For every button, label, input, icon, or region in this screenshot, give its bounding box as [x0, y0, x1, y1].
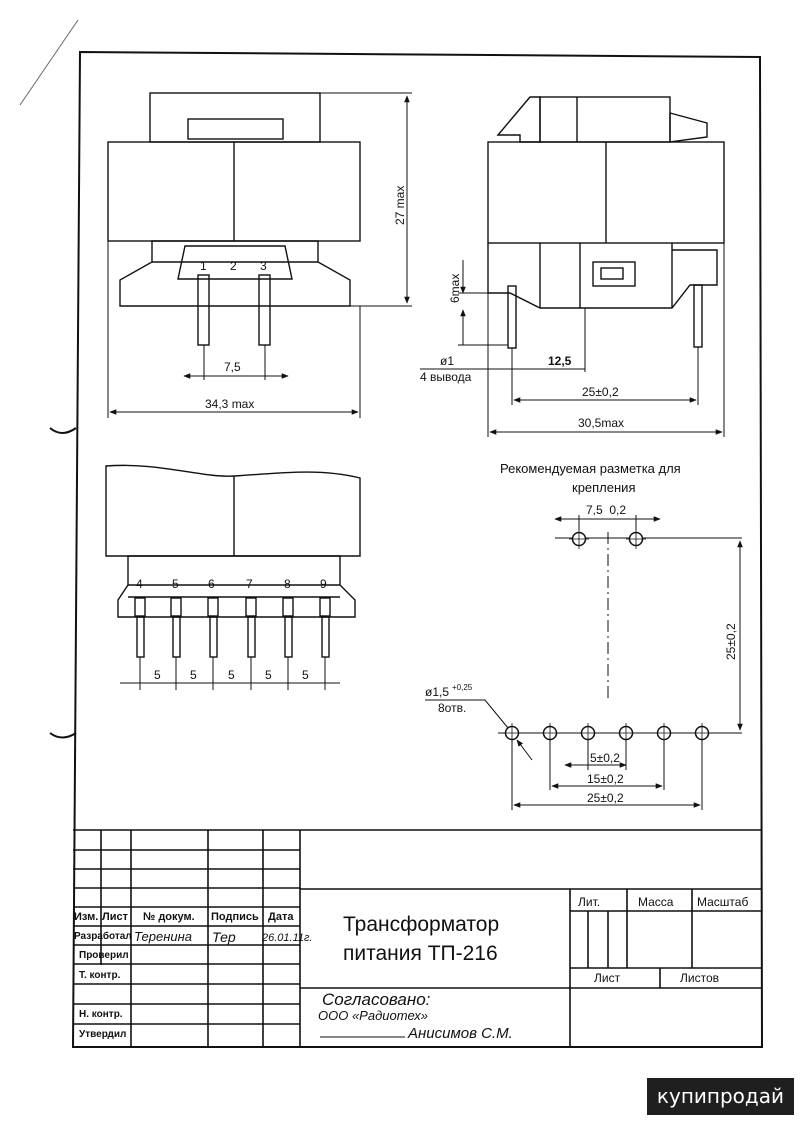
front-pin-label-3: 3 — [260, 259, 267, 273]
front-clip — [187, 118, 284, 140]
front-bobbin-top — [149, 92, 321, 143]
side-25-label: 25±0,2 — [582, 385, 619, 399]
front-height-label: 27 max — [393, 186, 407, 225]
bottom-pin-housing-8 — [282, 597, 294, 617]
front-pin-block — [177, 245, 293, 280]
approval-line3-handwritten: Анисимов С.М. — [407, 1025, 513, 1042]
col-header-signature: Подпись — [211, 911, 259, 923]
bottom-pitch-label-4: 5 — [265, 668, 272, 682]
developer-name-handwritten: Теренина — [134, 929, 192, 944]
mount-hole-tolerance: +0,25 — [452, 683, 473, 692]
mount-vertical-dim-label: 25±0,2 — [724, 623, 738, 660]
mount-15-label: 15±0,2 — [587, 772, 624, 786]
side-window — [592, 261, 636, 287]
drawing-title-line2: питания ТП-216 — [343, 942, 498, 965]
role-approver: Утвердил — [79, 1029, 126, 1040]
bottom-pin-9 — [321, 616, 330, 658]
side-view — [487, 96, 725, 349]
front-pin-label-1: 1 — [200, 259, 207, 273]
role-norm-control: Н. контр. — [79, 1009, 123, 1020]
drawing-title-line1: Трансформатор — [343, 913, 499, 936]
scan-mark-2 — [49, 732, 77, 739]
front-pin-label-2: 2 — [230, 259, 237, 273]
mass-label: Масса — [638, 895, 674, 909]
approval-line2-handwritten: ООО «Радиотех» — [318, 1008, 428, 1023]
front-pitch-label: 7,5 — [224, 360, 241, 374]
bottom-pin-housing-9 — [319, 597, 331, 617]
watermark-badge: купипродай — [646, 1078, 794, 1115]
side-12-5-label: 12,5 — [548, 354, 572, 368]
scale-label: Масштаб — [697, 895, 748, 909]
col-header-izm: Изм. — [74, 911, 98, 923]
developer-signature-handwritten: Тер — [212, 929, 236, 945]
mount-hole-label: ø1,5 — [425, 685, 449, 699]
mount-hole-count: 8отв. — [438, 701, 466, 715]
developer-date-handwritten: 26.01.11г. — [261, 932, 312, 944]
role-tech-control: Т. контр. — [79, 970, 121, 981]
side-pin-right — [693, 284, 703, 348]
bottom-pin-6 — [209, 616, 218, 658]
bottom-pin-group — [134, 597, 331, 658]
role-checker: Проверил — [79, 950, 129, 961]
side-pin-height-label: 6max — [448, 274, 462, 303]
bottom-pin-label-5: 5 — [172, 577, 179, 591]
bottom-pin-label-6: 6 — [208, 577, 215, 591]
bottom-pin-label-8: 8 — [284, 577, 291, 591]
front-view — [107, 92, 361, 346]
bottom-pin-housing-7 — [245, 597, 257, 617]
bottom-pin-housing-6 — [207, 597, 219, 617]
side-right-tab — [669, 112, 708, 143]
approval-line1-handwritten: Согласовано: — [322, 990, 431, 1009]
mount-top-dim-label: 7,5 0,2 — [586, 503, 626, 517]
bottom-pin-housing-5 — [170, 597, 182, 617]
drawing-frame — [71, 50, 764, 1048]
mounting-title-line1: Рекомендуемая разметка для — [500, 461, 681, 476]
bottom-pitch-label-5: 5 — [302, 668, 309, 682]
lit-label: Лит. — [578, 895, 600, 909]
bottom-pitch-label-1: 5 — [154, 668, 161, 682]
mount-5-label: 5±0,2 — [590, 751, 620, 765]
side-width-label: 30,5max — [578, 416, 624, 430]
col-header-list: Лист — [102, 911, 129, 923]
bottom-pin-5 — [172, 616, 181, 658]
sheets-label: Листов — [680, 971, 719, 985]
hole-leader-line — [425, 699, 509, 729]
sheet-label: Лист — [594, 971, 621, 985]
bottom-pitch-marks — [139, 657, 326, 690]
scan-mark-3 — [19, 19, 79, 106]
title-block-grid — [73, 829, 762, 1047]
bottom-pitch-label-3: 5 — [228, 668, 235, 682]
role-developer: Разработал — [74, 930, 132, 942]
mounting-holes — [502, 529, 712, 743]
front-base — [119, 240, 351, 307]
front-pin-1 — [197, 274, 210, 346]
bottom-core — [105, 464, 361, 557]
col-header-doc-no: № докум. — [143, 911, 195, 923]
front-pin-3 — [258, 274, 271, 346]
mounting-title-line2: крепления — [572, 480, 635, 495]
bottom-pin-4 — [136, 616, 145, 658]
bottom-pin-label-9: 9 — [320, 577, 327, 591]
side-base — [487, 243, 718, 309]
front-width-label: 34,3 max — [205, 397, 254, 411]
side-left-tab — [496, 96, 541, 143]
col-header-date: Дата — [268, 911, 294, 923]
bottom-pin-8 — [284, 616, 293, 658]
side-pin-count-label: 4 вывода — [420, 370, 472, 384]
bottom-pin-block — [117, 555, 356, 618]
scan-mark-1 — [49, 427, 77, 434]
bottom-pin-7 — [247, 616, 256, 658]
side-bobbin-top — [539, 96, 671, 143]
bottom-view — [105, 464, 361, 618]
bottom-pin-housing-4 — [134, 597, 146, 617]
side-pin-diameter-label: ø1 — [440, 354, 454, 368]
bottom-pin-label-7: 7 — [246, 577, 253, 591]
bottom-pin-label-4: 4 — [136, 577, 143, 591]
mount-25-label: 25±0,2 — [587, 791, 624, 805]
bottom-pitch-label-2: 5 — [190, 668, 197, 682]
